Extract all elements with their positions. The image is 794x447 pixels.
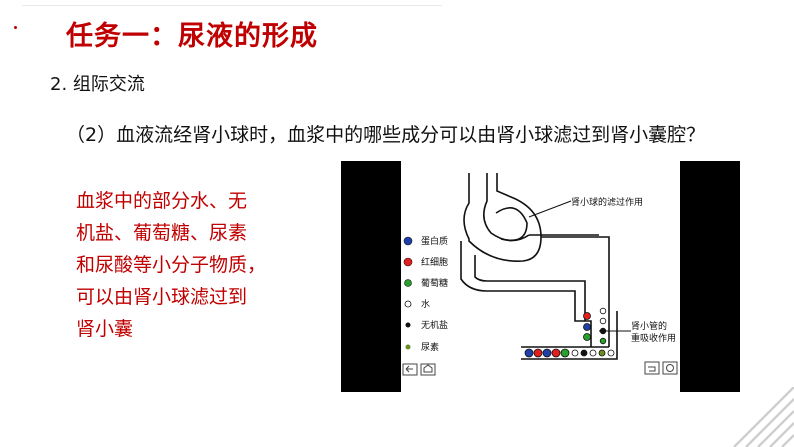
water-particle	[599, 317, 607, 325]
protein-particle	[542, 348, 552, 358]
water-particle	[571, 349, 579, 357]
nephron-outline	[460, 173, 618, 360]
back-icon[interactable]	[402, 363, 418, 376]
filtration-label: 肾小球的滤过作用	[571, 196, 643, 208]
red-cell-particle	[533, 348, 543, 358]
nephron-diagram: 肾小球的滤过作用 肾小管的 重吸收作用 蛋白	[341, 161, 740, 392]
corner-decoration	[733, 387, 794, 447]
red-cell-particle	[583, 312, 591, 320]
legend: 蛋白质 红细胞 葡萄糖 水 无机盐 尿素	[403, 235, 448, 353]
salt-particle	[599, 327, 607, 335]
glucose-particle	[583, 333, 591, 341]
slide-title: 任务一：尿液的形成	[66, 21, 318, 52]
legend-label: 红细胞	[421, 256, 448, 268]
nephron-svg: 肾小球的滤过作用 肾小管的 重吸收作用 蛋白	[341, 161, 740, 392]
replay-icon[interactable]	[662, 361, 678, 375]
legend-label: 葡萄糖	[421, 277, 448, 289]
answer-line: 可以由肾小球滤过到	[76, 286, 248, 308]
protein-particle	[524, 348, 534, 358]
reabsorption-label-2: 重吸收作用	[631, 332, 676, 344]
urea-particle	[598, 349, 606, 357]
particles	[524, 307, 615, 358]
legend-label: 水	[421, 298, 430, 310]
water-particle	[607, 349, 615, 357]
answer-text: 血浆中的部分水、无 机盐、葡萄糖、尿素 和尿酸等小分子物质， 可以由肾小球滤过到…	[76, 185, 296, 345]
answer-line: 血浆中的部分水、无	[76, 190, 248, 212]
home-icon[interactable]	[420, 363, 436, 376]
red-cell-particle	[551, 348, 561, 358]
reabsorption-label-1: 肾小管的	[631, 320, 667, 332]
right-black-bar	[680, 161, 740, 392]
glucose-particle	[560, 348, 570, 358]
glucose-particle	[599, 337, 607, 345]
legend-label: 蛋白质	[421, 235, 448, 247]
answer-line: 肾小囊	[76, 318, 134, 340]
question-text: （2）血液流经肾小球时，血浆中的哪些成分可以由肾小球滤过到肾小囊腔？	[66, 124, 706, 146]
legend-label: 无机盐	[421, 319, 448, 331]
salt-particle	[580, 349, 588, 357]
protein-particle	[583, 323, 591, 331]
legend-label: 尿素	[421, 341, 439, 353]
return-icon[interactable]	[644, 361, 660, 375]
section-heading: 2. 组际交流	[50, 74, 145, 95]
left-black-bar	[341, 161, 401, 392]
answer-line: 机盐、葡萄糖、尿素	[76, 222, 248, 244]
water-particle	[589, 349, 597, 357]
top-rule	[22, 5, 442, 6]
water-particle	[599, 307, 607, 315]
title-dot	[14, 26, 17, 29]
answer-line: 和尿酸等小分子物质，	[76, 254, 267, 276]
